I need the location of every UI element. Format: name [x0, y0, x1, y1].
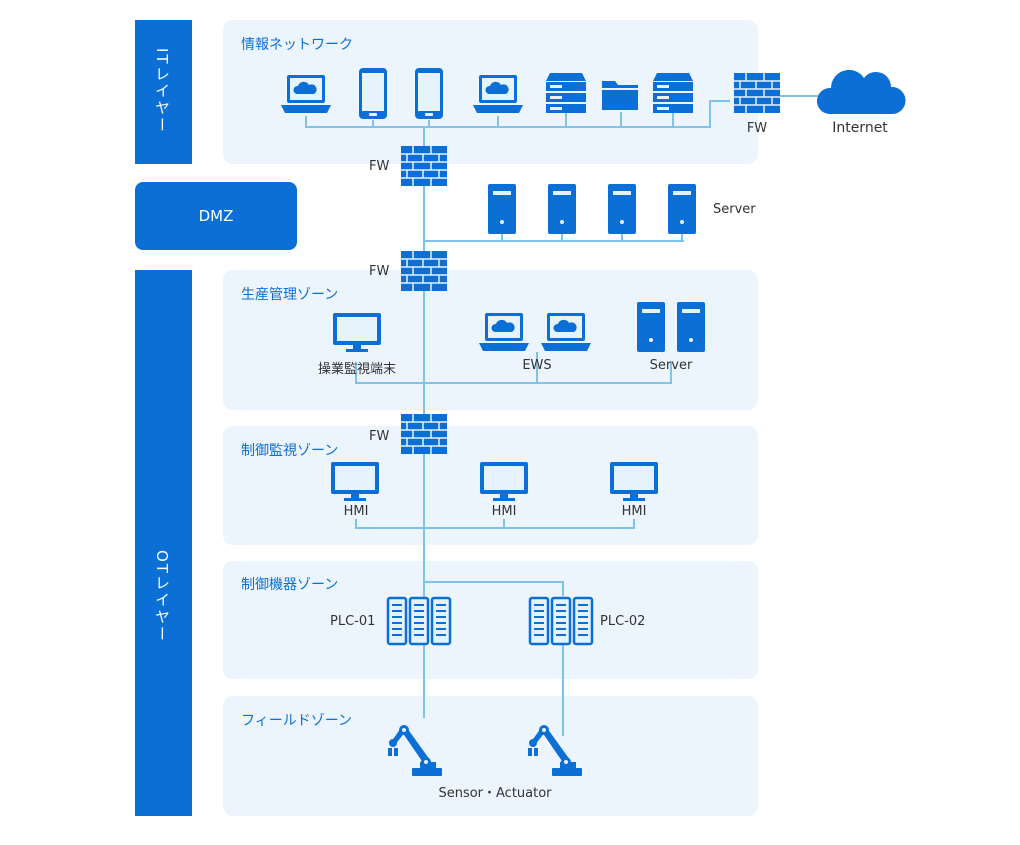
laptop-cloud-icon	[281, 75, 331, 113]
dmz-box: DMZ	[135, 182, 297, 250]
firewall-icon	[401, 146, 447, 186]
plc-01-label: PLC-01	[330, 614, 376, 629]
firewall-icon	[734, 73, 780, 113]
fw-label-dmz-ot: FW	[369, 264, 390, 279]
plc-icon	[386, 596, 452, 646]
laptop-cloud-icon	[479, 313, 529, 351]
it-layer-label: ITレイヤー	[153, 48, 171, 134]
robot-arm-icon	[528, 725, 582, 776]
internet-cloud-icon	[816, 69, 906, 114]
hmi-label-3: HMI	[621, 504, 647, 519]
tower-server-icon	[677, 302, 705, 352]
zone-title-control-monitoring: 制御監視ゾーン	[241, 443, 339, 459]
rack-server-icon	[546, 73, 586, 113]
firewall-icon	[401, 414, 447, 454]
hmi-label-1: HMI	[343, 504, 369, 519]
folder-icon	[602, 81, 638, 110]
plc-icon	[528, 596, 594, 646]
zone-title-info-network: 情報ネットワーク	[241, 37, 353, 53]
zone-title-field: フィールドゾーン	[241, 713, 353, 729]
dmz-label: DMZ	[198, 207, 234, 225]
sensor-actuator-label: Sensor・Actuator	[438, 786, 552, 801]
hmi-monitor-icon	[331, 462, 379, 501]
hmi-monitor-icon	[480, 462, 528, 501]
smartphone-icon	[415, 68, 443, 119]
laptop-cloud-icon	[541, 313, 591, 351]
rack-server-icon	[653, 73, 693, 113]
tower-server-icon	[548, 184, 576, 234]
tower-server-icon	[668, 184, 696, 234]
tower-server-icon	[488, 184, 516, 234]
plc-02-label: PLC-02	[600, 614, 646, 629]
ews-label: EWS	[522, 358, 552, 373]
dmz-server-label: Server	[713, 202, 756, 217]
smartphone-icon	[359, 68, 387, 119]
hmi-label-2: HMI	[491, 504, 517, 519]
internet-label: Internet	[832, 120, 888, 136]
fw-label-internet: FW	[746, 121, 768, 136]
tower-server-icon	[637, 302, 665, 352]
hmi-monitor-icon	[610, 462, 658, 501]
zone-title-control-devices: 制御機器ゾーン	[241, 577, 339, 593]
firewall-icon	[401, 251, 447, 291]
tower-server-icon	[608, 184, 636, 234]
operation-terminal-label: 操業監視端末	[317, 362, 397, 377]
it-layer-band	[135, 20, 192, 164]
zone-field	[223, 696, 758, 816]
ot-layer-band	[135, 270, 192, 816]
laptop-cloud-icon	[473, 75, 523, 113]
ot-layer-label: OTレイヤー	[153, 550, 171, 643]
prod-server-label: Server	[649, 358, 693, 373]
robot-arm-icon	[388, 725, 442, 776]
fw-label-it-dmz: FW	[369, 159, 390, 174]
monitor-icon	[333, 313, 381, 352]
zone-control-devices	[223, 561, 758, 679]
zone-title-production-mgmt: 生産管理ゾーン	[241, 287, 339, 303]
fw-label-control: FW	[369, 429, 390, 444]
